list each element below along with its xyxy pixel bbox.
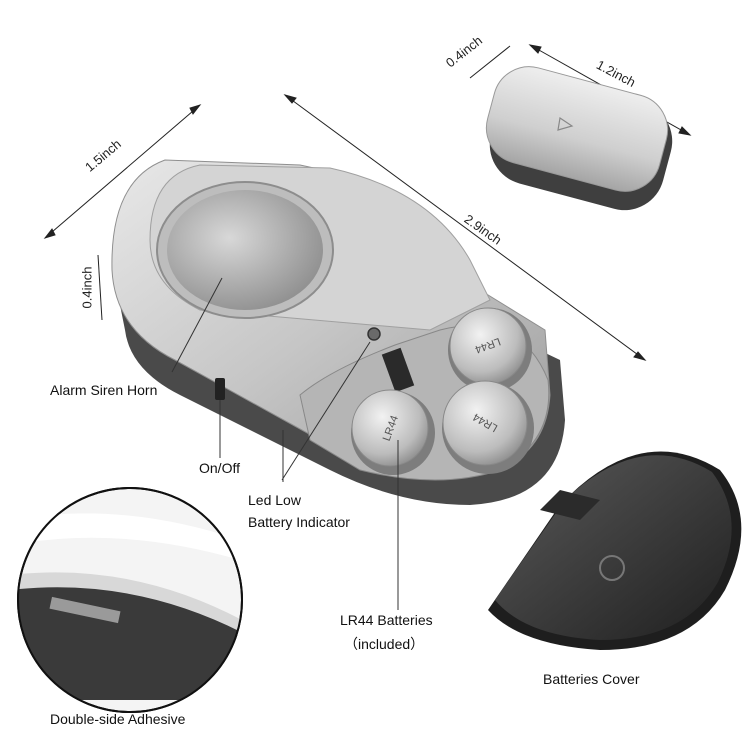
battery-cover [488, 451, 742, 650]
led-indicator [367, 327, 381, 341]
magnet-block [485, 66, 673, 211]
label-on-off: On/Off [199, 460, 240, 476]
battery-coin-left: LR44 [351, 389, 435, 475]
callout-lines [171, 277, 399, 610]
label-adhesive: Double-side Adhesive [50, 711, 186, 727]
dim-device-thickness: 0.4inch [79, 266, 95, 309]
unlock-mark-icon [599, 555, 625, 581]
label-siren-horn: Alarm Siren Horn [50, 382, 158, 398]
lr44-batteries: LR44 LR44 LR44 [351, 307, 534, 475]
label-led-line1: Led Low [248, 492, 301, 508]
battery-coin-right: LR44 [442, 380, 534, 474]
battery-coin-top: LR44 [448, 307, 532, 392]
adhesive-closeup [17, 487, 243, 713]
label-led-line2: Battery Indicator [248, 514, 350, 530]
on-off-switch [215, 378, 225, 400]
label-batteries-line1: LR44 Batteries [340, 612, 433, 628]
label-batteries-line2: （included） [344, 636, 425, 652]
label-batteries-cover: Batteries Cover [543, 671, 640, 687]
arrow-mark-icon [557, 116, 574, 131]
